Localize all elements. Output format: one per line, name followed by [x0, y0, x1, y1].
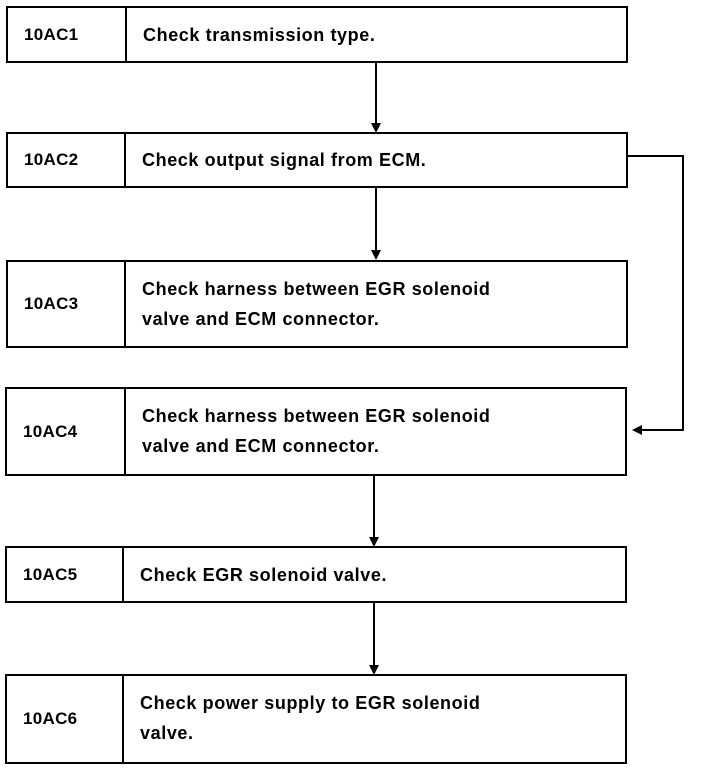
- step-code: 10AC3: [8, 262, 126, 346]
- step-code: 10AC2: [8, 134, 126, 186]
- step-box-10ac1: 10AC1 Check transmission type.: [6, 6, 628, 63]
- step-code: 10AC4: [7, 389, 126, 474]
- step-box-10ac5: 10AC5 Check EGR solenoid valve.: [5, 546, 627, 603]
- step-description: Check power supply to EGR solenoid valve…: [140, 693, 481, 743]
- arrow-step2-to-step4: [627, 155, 684, 435]
- step-box-10ac4: 10AC4 Check harness between EGR solenoid…: [5, 387, 627, 476]
- step-code: 10AC1: [8, 8, 127, 61]
- step-description: Check EGR solenoid valve.: [140, 564, 388, 585]
- step-box-10ac3: 10AC3 Check harness between EGR solenoid…: [6, 260, 628, 348]
- step-code: 10AC5: [7, 548, 124, 601]
- step-description: Check output signal from ECM.: [142, 150, 427, 170]
- step-code: 10AC6: [7, 676, 124, 762]
- step-box-10ac2: 10AC2 Check output signal from ECM.: [6, 132, 628, 188]
- step-description: Check harness between EGR solenoid valve…: [142, 279, 491, 329]
- step-box-10ac6: 10AC6 Check power supply to EGR solenoid…: [5, 674, 627, 764]
- step-description: Check harness between EGR solenoid valve…: [142, 406, 491, 456]
- step-description: Check transmission type.: [143, 24, 376, 45]
